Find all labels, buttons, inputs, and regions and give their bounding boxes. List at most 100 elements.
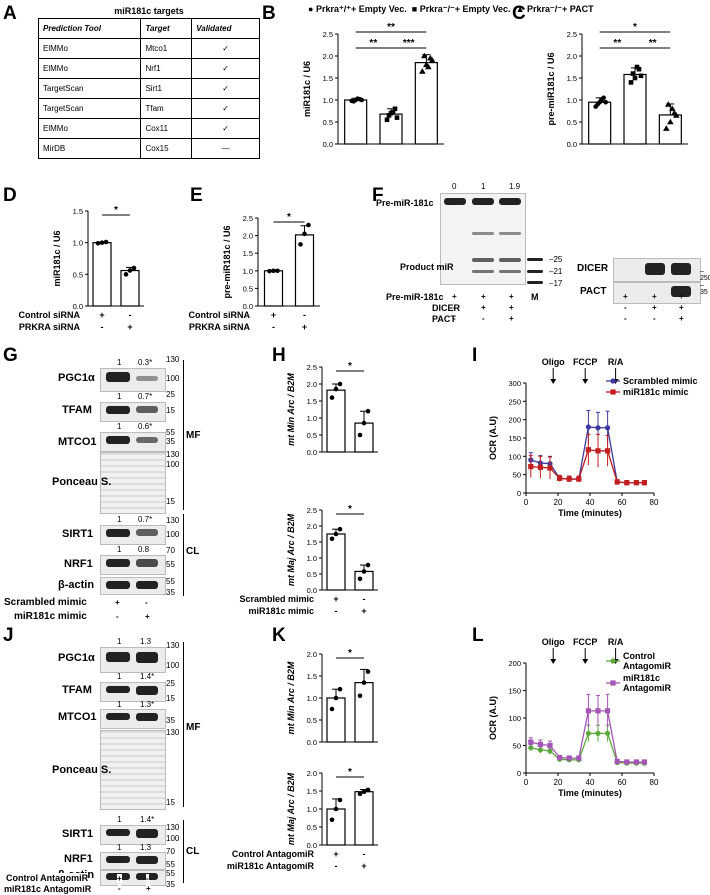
data-point [349,98,354,104]
sign: + [333,849,338,859]
x-tick-label: 20 [554,498,563,507]
sign: - [335,606,338,616]
ponceau-blot [100,452,166,514]
y-tick-label: 150 [508,434,521,443]
table-cell: TargetScan [37,98,142,119]
y-tick-label: 100 [508,452,521,461]
ratio: 1 [117,672,122,681]
mw: 55 [166,560,175,569]
f-marker: –17 [549,279,563,288]
sign: + [679,303,684,312]
y-tick-label: 100 [508,714,521,723]
y-tick-label: 0.5 [567,118,577,127]
label-ponceau: Ponceau S. [52,764,112,776]
data-point [337,381,343,387]
y-tick-label: 2.0 [243,232,253,241]
bar [588,101,612,145]
data-point [634,64,640,70]
ratio: 1.3* [140,700,155,709]
mf-label: MF [186,430,201,441]
data-point [365,408,371,414]
y-tick-label: 0.0 [307,448,317,457]
band [106,559,130,567]
data-point [528,457,534,463]
y-axis-label: mt Min Arc / B2M [286,373,296,446]
data-point [337,686,343,692]
data-point [566,757,572,763]
data-point [641,480,647,486]
ratio: 1 [117,515,122,524]
sign: + [652,292,657,301]
y-tick-label: 0.5 [307,823,317,832]
data-point [298,242,303,247]
y-tick-label: 200 [508,416,521,425]
mw: 25 [166,679,175,688]
panel-letter-k: K [272,625,286,646]
y-tick-label: 1.5 [307,672,317,681]
panel-letter-c: C [512,3,526,24]
sig-label: * [633,22,637,33]
band [136,713,158,721]
data-point [624,760,630,766]
mw: 25 [166,390,175,399]
band [671,286,691,297]
data-point [624,480,630,486]
y-tick-label: 0.5 [307,431,317,440]
panel-letter-h: H [272,345,286,366]
check-icon: ✓ [191,98,260,119]
data-point [663,125,670,131]
bar [326,808,346,846]
ratio: 1 [117,843,122,852]
sign: + [452,292,457,301]
x-tick-label: 0 [524,778,529,787]
legend-label: miR181c mimic [623,387,689,397]
data-point [357,576,363,582]
bar [326,697,346,743]
panel-letter-g: G [3,345,18,366]
arrow-head-icon [612,659,619,664]
data-point [576,476,582,482]
panel-letter-j: J [3,625,14,646]
arrow-label: R/A [608,357,624,367]
f-marker: –25 [549,255,563,264]
bar [263,270,284,307]
band [106,372,130,382]
ratio: 0.7* [138,515,153,524]
sign: + [127,322,132,332]
sign: - [303,310,306,320]
band [136,581,158,589]
sign: + [509,292,514,301]
legend-marker [610,389,616,395]
row-label: Control AntagomiR [232,849,315,859]
sig-label: *** [403,38,415,49]
y-tick-label: 2.0 [567,52,577,61]
table-header: Prediction Tool [37,18,142,39]
data-point [95,241,101,246]
sign: - [453,303,456,312]
mw: 100 [166,834,180,843]
data-point [384,117,390,123]
label-tfam: TFAM [62,404,92,416]
data-point [599,97,604,103]
data-point [595,448,601,454]
data-point [357,96,362,102]
band [499,232,521,235]
data-point [595,730,601,737]
data-point [425,63,432,70]
data-point [392,106,398,112]
marker-value: 17 [553,279,563,288]
mw: 15 [166,406,175,415]
y-tick-label: 0.0 [73,302,83,311]
row-label: miR181c AntagomiR [227,861,315,871]
band [527,281,543,284]
mw: 130 [166,450,180,459]
data-point [638,73,644,79]
data-point [390,110,396,115]
row-label: Control siRNA [189,310,251,320]
sig-label: ** [649,38,657,49]
data-point [388,110,394,116]
data-point [624,480,630,486]
sign: + [509,314,514,323]
